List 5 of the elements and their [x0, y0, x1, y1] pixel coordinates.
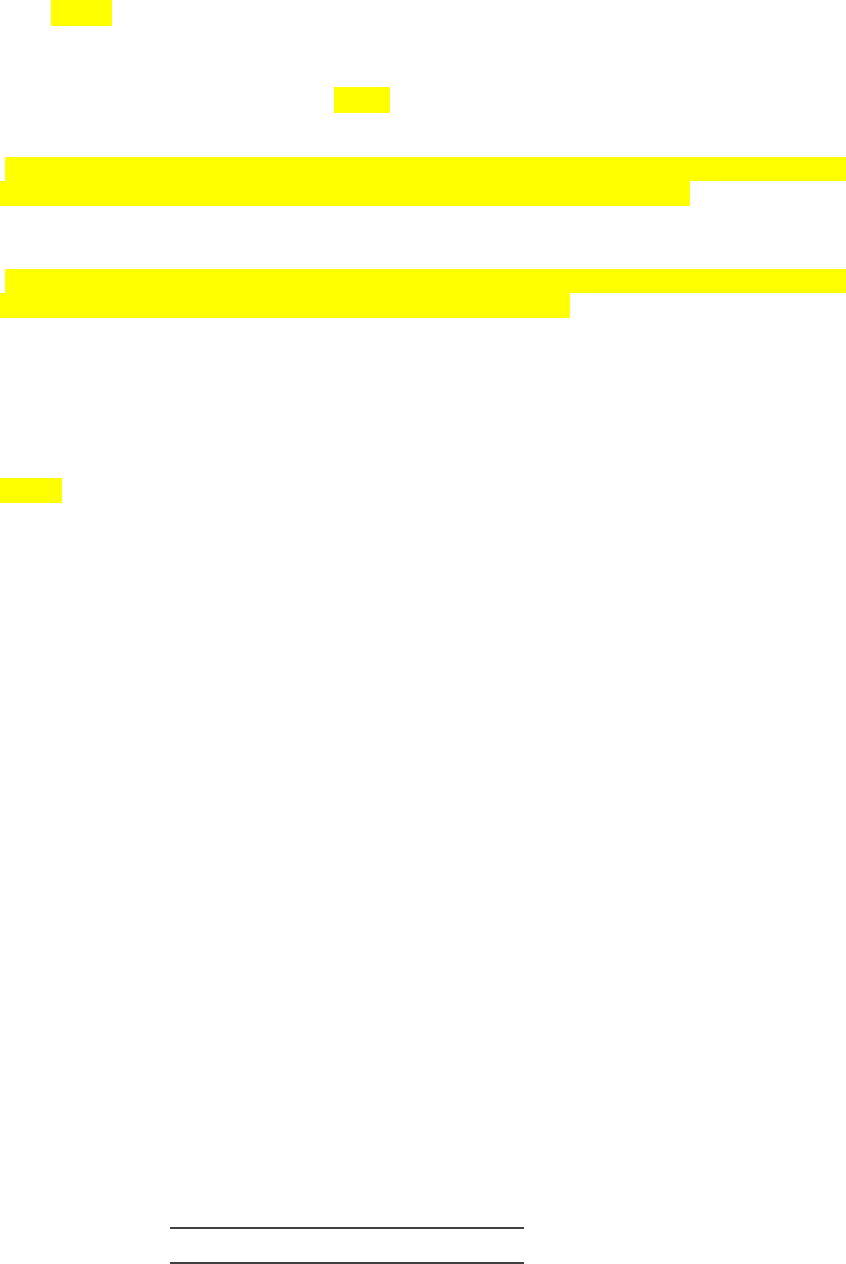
highlight-bar — [0, 269, 846, 318]
highlight-bar — [334, 87, 390, 113]
highlight-bar — [0, 478, 62, 503]
highlight-bar — [51, 0, 112, 26]
highlight-bar — [0, 157, 846, 206]
